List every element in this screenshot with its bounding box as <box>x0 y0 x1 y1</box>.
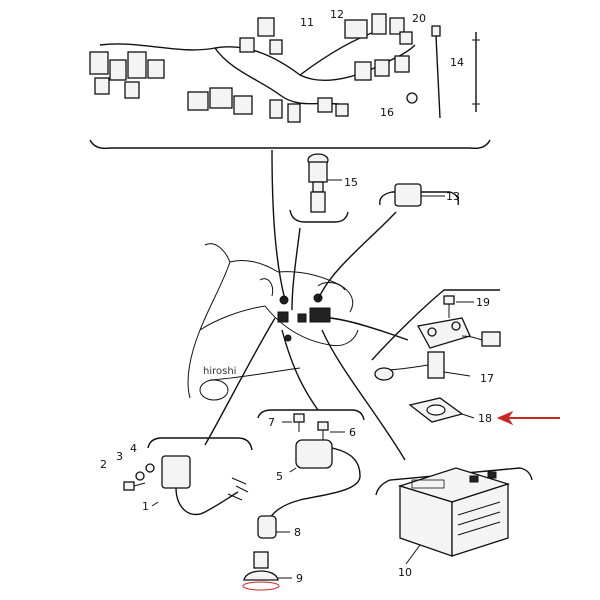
pointer-arrow <box>496 410 560 426</box>
label-4: 4 <box>130 442 137 455</box>
part-17-18-19-group <box>371 289 501 423</box>
label-6: 6 <box>349 426 356 439</box>
part-5-coil-group <box>257 409 365 519</box>
part-10-battery <box>375 467 533 565</box>
label-16: 16 <box>380 106 394 119</box>
wire-harness <box>89 13 491 150</box>
label-19: 19 <box>476 296 490 309</box>
label-17: 17 <box>480 372 494 385</box>
label-10: 10 <box>398 566 412 579</box>
part-1-cdi-group <box>123 437 253 516</box>
label-13: 13 <box>446 190 460 203</box>
label-3: 3 <box>116 450 123 463</box>
label-20: 20 <box>412 12 426 25</box>
part-8-9-plug-cap <box>242 515 292 591</box>
label-2: 2 <box>100 458 107 471</box>
label-7: 7 <box>268 416 275 429</box>
part-labels: 1 2 3 4 5 6 7 8 9 10 11 12 13 14 15 16 1… <box>100 8 494 585</box>
scooter-outline <box>187 243 359 401</box>
label-14: 14 <box>450 56 464 69</box>
label-5: 5 <box>276 470 283 483</box>
label-9: 9 <box>296 572 303 585</box>
label-15: 15 <box>344 176 358 189</box>
label-1: 1 <box>142 500 149 513</box>
leader-lines <box>204 149 409 461</box>
label-11: 11 <box>300 16 314 29</box>
part-15-switch <box>289 153 349 223</box>
label-8: 8 <box>294 526 301 539</box>
label-18: 18 <box>478 412 492 425</box>
part-13-relay <box>379 183 460 207</box>
label-12: 12 <box>330 8 344 21</box>
watermark-text: hiroshi <box>203 366 236 377</box>
